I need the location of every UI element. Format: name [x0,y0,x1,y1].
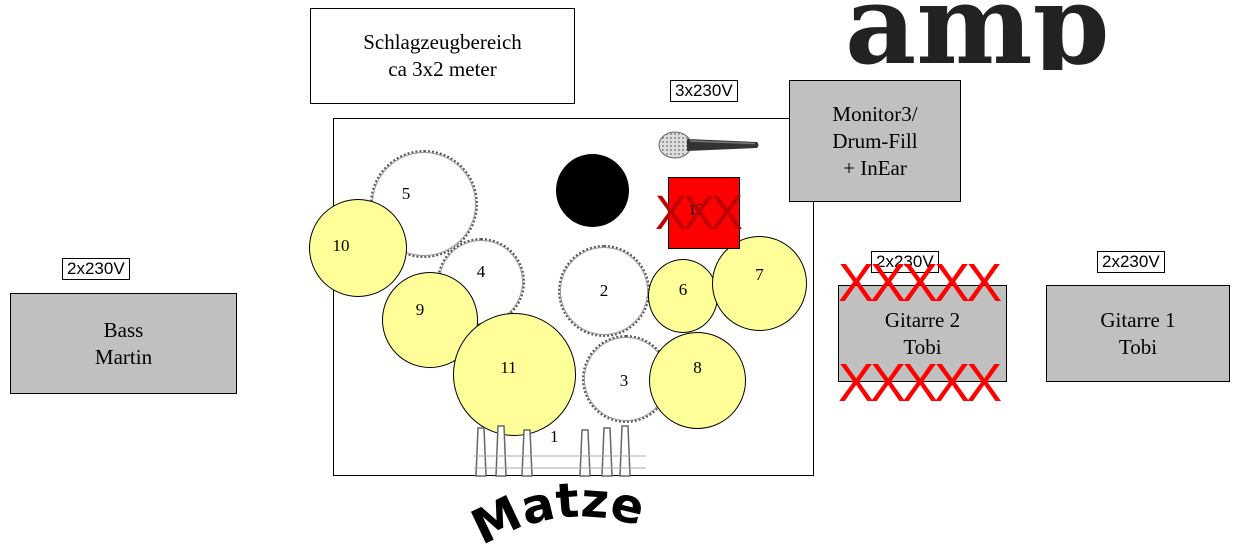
bass-amp-line2: Martin [94,344,153,369]
cymbal-6: 6 [648,259,718,333]
power-outlet-drums: 3x230V [670,80,738,102]
drummer-name-text: Matze [465,478,650,553]
cymbal-6-label: 6 [678,280,688,299]
drum-3-label: 3 [619,371,629,390]
monitor3-line1: Monitor3/ [832,101,918,126]
cymbal-10: 10 [309,199,407,297]
pad-12-strike-marks: XXX [655,187,743,240]
cymbal-8: 8 [649,332,746,429]
kick-drum-dark-circle-icon [556,154,629,227]
bass-amp-line1: Bass [103,317,144,342]
monitor3-line2: Drum-Fill [832,128,918,153]
cymbal-7: 7 [712,236,807,331]
drum-area-label-line2: ca 3x2 meter [388,57,497,81]
cymbal-10-label: 10 [332,236,350,255]
bass-amp: Bass Martin [10,293,237,394]
drum-2: 2 [558,245,650,337]
guitar2-amp: Gitarre 2 Tobi [838,285,1007,382]
cymbal-9-label: 9 [415,300,425,319]
pad-12-label: 12 [688,200,705,219]
drummer-name: Matze [465,478,650,553]
monitor3-line3: + InEar [843,155,907,180]
drum-1-label: 1 [550,427,559,446]
drum-5-label: 5 [401,184,411,203]
drum-2-label: 2 [599,281,609,300]
drum-area [333,118,814,476]
guitar2-strike-marks-top: XXXXX [838,253,1002,313]
guitar2-amp-line1: Gitarre 2 [884,307,961,332]
monitor3-drumfill-inear: Monitor3/ Drum-Fill + InEar [789,80,961,202]
drum-4-label: 4 [476,262,486,281]
power-outlet-bass: 2x230V [62,258,130,280]
drum-area-label: Schlagzeugbereich ca 3x2 meter [310,8,575,104]
drum-pedals-icon [474,425,646,477]
microphone-icon [658,131,759,159]
guitar1-amp-line1: Gitarre 1 [1100,307,1176,332]
guitar2-amp-line2: Tobi [903,334,942,359]
cymbal-11-label: 11 [500,357,517,377]
cymbal-7-label: 7 [755,264,764,284]
logo-banner: amp [845,0,1110,70]
drum-5: 5 [370,150,478,258]
drum-area-label-line1: Schlagzeugbereich [363,30,522,54]
pad-12: 12 [668,177,740,249]
power-outlet-guitar2: 2x230V [871,251,939,273]
guitar1-amp: Gitarre 1 Tobi [1046,285,1230,382]
cymbal-8-label: 8 [693,357,702,377]
cymbal-11: 11 [453,313,576,436]
svg-text:Matze: Matze [465,478,650,553]
guitar1-amp-line2: Tobi [1118,334,1158,359]
guitar2-strike-marks-bottom: XXXXX [838,353,1002,413]
power-outlet-guitar1: 2x230V [1097,251,1165,273]
